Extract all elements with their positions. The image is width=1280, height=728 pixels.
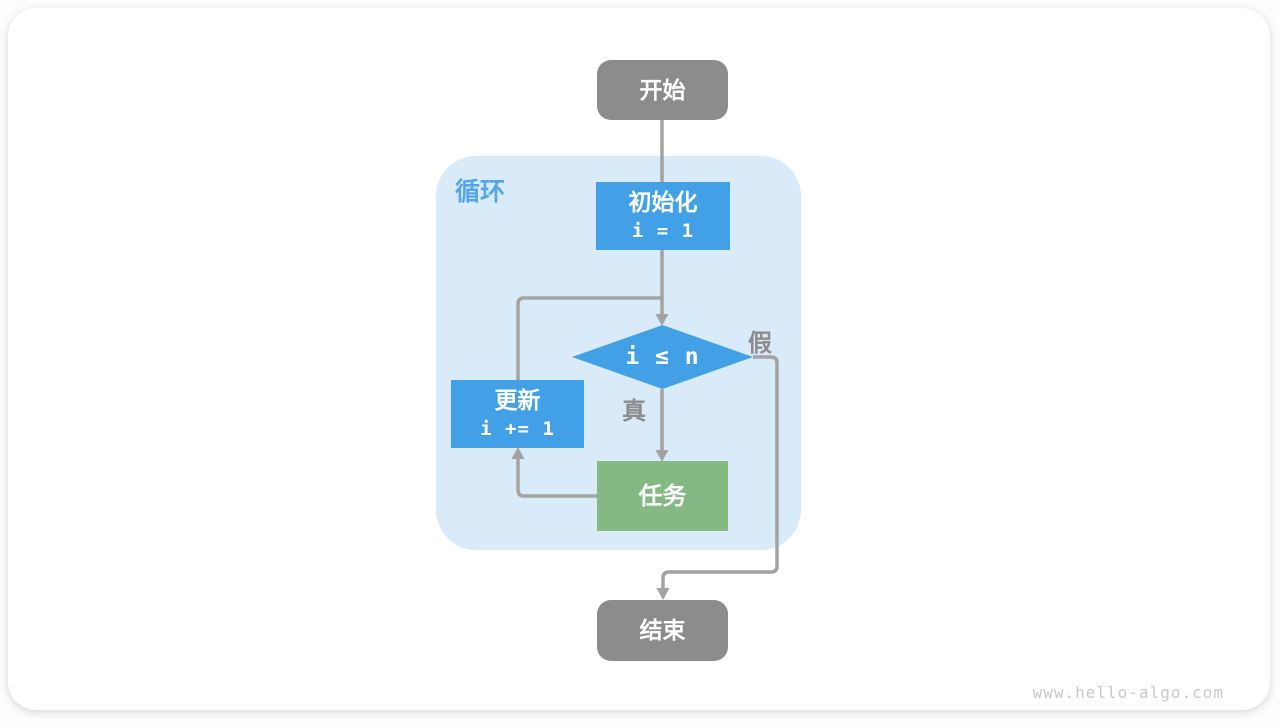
condition-diamond-shape: [572, 325, 753, 389]
arrowhead-into-task: [655, 450, 669, 462]
arrowhead-into-cond: [655, 314, 669, 326]
node-initialize-code: i = 1: [631, 219, 695, 242]
node-initialize-title: 初始化: [628, 188, 698, 215]
node-update-code: i += 1: [480, 417, 555, 440]
node-start: 开始: [597, 60, 728, 120]
watermark-url: www.hello-algo.com: [1032, 683, 1224, 702]
loop-region-label: 循环: [455, 178, 506, 206]
edge-label-true: 真: [622, 398, 646, 425]
arrowhead-into-end: [656, 588, 670, 600]
edge-cond-end: [661, 355, 779, 591]
arrowhead-into-update: [511, 447, 525, 459]
node-condition: i ≤ n: [572, 325, 753, 389]
node-initialize: 初始化 i = 1: [596, 182, 730, 250]
node-start-label: 开始: [639, 76, 686, 103]
edge-label-false: 假: [748, 330, 772, 357]
node-task: 任务: [597, 461, 728, 531]
node-update: 更新 i += 1: [451, 380, 584, 448]
figure-card: 循环 开始 初始化 i = 1 i ≤ n 更新 i += 1 任务: [8, 8, 1270, 710]
edge-update-merge: [516, 296, 662, 380]
flow-connectors: [511, 120, 779, 600]
node-end-label: 结束: [639, 617, 686, 643]
node-condition-label: i ≤ n: [625, 344, 700, 370]
node-end: 结束: [597, 600, 728, 661]
edge-task-update: [516, 458, 597, 498]
node-update-title: 更新: [494, 386, 541, 413]
node-task-label: 任务: [638, 482, 687, 510]
